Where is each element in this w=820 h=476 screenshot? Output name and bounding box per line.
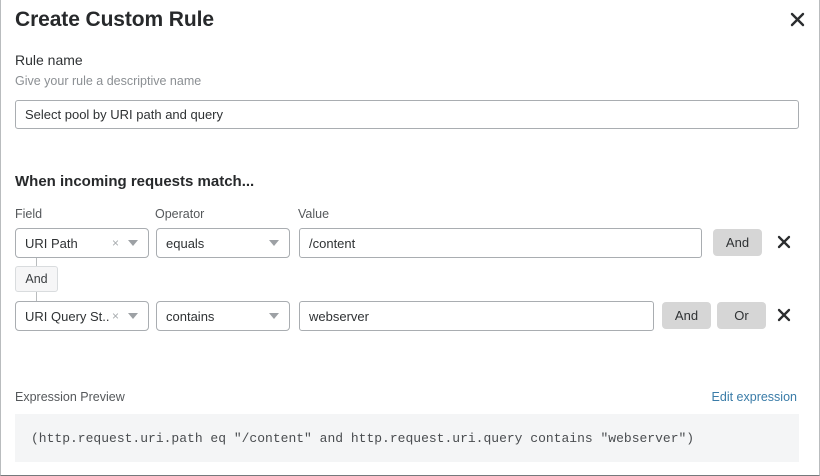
delete-condition-button-2[interactable] bbox=[772, 304, 796, 328]
field-select-2-value: URI Query St... bbox=[25, 308, 110, 324]
operator-select-1-value: equals bbox=[166, 235, 205, 251]
column-header-field: Field bbox=[15, 207, 43, 221]
row-2-or-button[interactable]: Or bbox=[717, 302, 766, 329]
value-input-1[interactable] bbox=[299, 228, 702, 258]
rule-name-input[interactable] bbox=[15, 100, 799, 129]
connector-line-bottom bbox=[36, 292, 37, 301]
close-icon bbox=[777, 308, 791, 325]
match-section-heading: When incoming requests match... bbox=[15, 173, 255, 190]
condition-row: URI Query St... × contains And Or bbox=[1, 301, 819, 331]
close-dialog-button[interactable] bbox=[784, 6, 810, 32]
operator-select-2[interactable]: contains bbox=[156, 301, 290, 331]
expression-preview-box: (http.request.uri.path eq "/content" and… bbox=[15, 414, 799, 462]
chevron-down-icon bbox=[128, 240, 138, 246]
expression-preview-label: Expression Preview bbox=[15, 390, 125, 404]
rule-name-help-text: Give your rule a descriptive name bbox=[15, 74, 202, 88]
delete-condition-button-1[interactable] bbox=[772, 231, 796, 255]
chevron-down-icon bbox=[269, 313, 279, 319]
field-select-1-value: URI Path bbox=[25, 235, 78, 251]
condition-row: URI Path × equals And bbox=[1, 228, 819, 258]
operator-select-1[interactable]: equals bbox=[156, 228, 290, 258]
group-connector-and[interactable]: And bbox=[15, 266, 58, 292]
close-icon bbox=[790, 12, 805, 27]
field-clear-icon[interactable]: × bbox=[111, 236, 119, 250]
expression-preview-text: (http.request.uri.path eq "/content" and… bbox=[31, 430, 695, 446]
value-input-2[interactable] bbox=[299, 301, 654, 331]
chevron-down-icon bbox=[128, 313, 138, 319]
field-clear-icon[interactable]: × bbox=[111, 309, 119, 323]
column-header-value: Value bbox=[298, 207, 330, 221]
column-header-operator: Operator bbox=[155, 207, 205, 221]
field-select-2[interactable]: URI Query St... × bbox=[15, 301, 149, 331]
connector-line-top bbox=[36, 258, 37, 267]
operator-select-2-value: contains bbox=[166, 308, 215, 324]
close-icon bbox=[777, 235, 791, 252]
field-select-1[interactable]: URI Path × bbox=[15, 228, 149, 258]
chevron-down-icon bbox=[269, 240, 279, 246]
page-title: Create Custom Rule bbox=[15, 8, 214, 31]
rule-name-label: Rule name bbox=[15, 52, 83, 68]
edit-expression-link[interactable]: Edit expression bbox=[711, 390, 797, 404]
row-1-and-button[interactable]: And bbox=[713, 229, 762, 256]
row-2-and-button[interactable]: And bbox=[662, 302, 711, 329]
